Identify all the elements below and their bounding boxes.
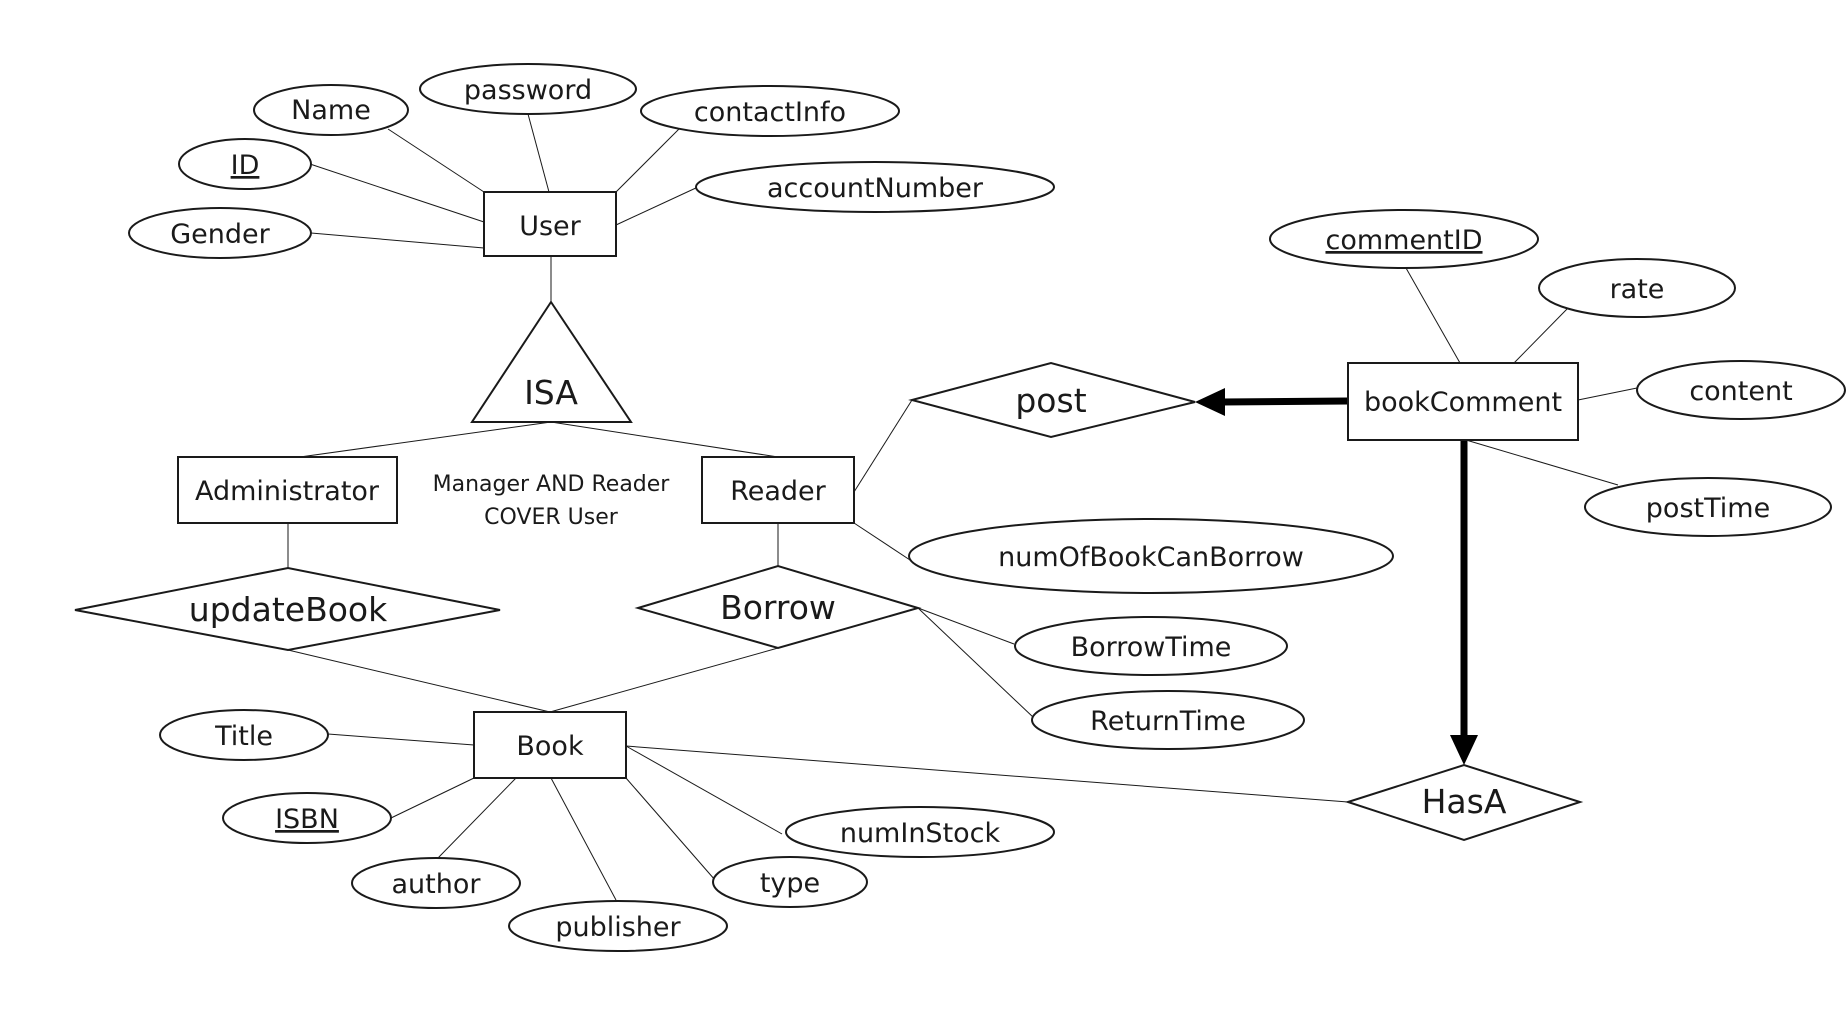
line-user-accountnumber: [615, 186, 699, 226]
attributes: Name password contactInfo ID accountNumb…: [128, 63, 1846, 952]
line-book-isbn: [390, 777, 475, 819]
entity-book: Book: [516, 731, 584, 762]
attr-password: password: [464, 75, 592, 106]
attr-accountnumber: accountNumber: [767, 173, 984, 204]
relationship-diamond-post: [908, 361, 1196, 439]
relationship-borrow: Borrow: [720, 588, 836, 627]
line-borrow-returntime: [917, 607, 1035, 719]
attr-ellipse-posttime: [1584, 477, 1832, 537]
attr-ellipse-numofbookcanborrow: [908, 518, 1394, 594]
line-book-type: [625, 777, 716, 881]
attr-ellipse-isbn: [222, 792, 392, 844]
attr-ellipse-content: [1636, 360, 1846, 420]
attr-name: Name: [291, 95, 371, 126]
attr-ellipse-accountnumber: [695, 161, 1055, 213]
constraint-note-line-1: Manager AND Reader: [433, 472, 671, 497]
entity-user: User: [519, 211, 581, 242]
line-book-numinstock: [625, 745, 783, 835]
isa-label: ISA: [524, 373, 578, 412]
arrow-line-comment-post: [1221, 397, 1349, 406]
attr-ellipse-gender: [128, 207, 312, 259]
relationship-hasa: HasA: [1422, 782, 1507, 821]
attr-borrowtime: BorrowTime: [1071, 632, 1232, 663]
entity-box-user: [483, 191, 617, 257]
relationship-diamond-updatebook: [74, 566, 501, 652]
attr-ellipse-author: [351, 857, 521, 909]
attr-returntime: ReturnTime: [1090, 706, 1246, 737]
line-book-author: [437, 777, 517, 859]
relationships: post updateBook Borrow HasA: [74, 361, 1584, 842]
line-comment-rate: [1513, 307, 1569, 364]
attr-gender: Gender: [170, 219, 270, 250]
line-updatebook-book: [287, 649, 551, 713]
line-reader-post: [853, 399, 913, 493]
attr-commentid: commentID: [1325, 225, 1482, 256]
line-user-gender: [310, 232, 485, 249]
line-isa-reader: [550, 421, 779, 458]
attr-isbn: ISBN: [275, 804, 339, 835]
line-user-password: [527, 113, 550, 193]
attr-posttime: postTime: [1646, 493, 1770, 524]
attr-content: content: [1689, 376, 1792, 407]
line-book-hasa: [625, 745, 1349, 803]
line-book-title: [327, 733, 475, 746]
attr-ellipse-contactinfo: [640, 85, 900, 137]
attr-ellipse-type: [712, 856, 868, 908]
attr-ellipse-password: [419, 63, 637, 115]
attr-type: type: [760, 868, 820, 899]
line-borrow-borrowtime: [917, 607, 1015, 645]
arrowhead-post: [1195, 388, 1225, 416]
attr-id: ID: [231, 150, 260, 181]
line-user-contactinfo: [615, 127, 681, 193]
attr-ellipse-name: [253, 84, 409, 136]
connector-lines: [287, 113, 1638, 901]
entity-administrator: Administrator: [195, 476, 380, 507]
line-comment-posttime: [1465, 439, 1619, 486]
attr-ellipse-publisher: [508, 900, 728, 952]
entity-box-reader: [701, 456, 855, 524]
line-book-publisher: [550, 777, 617, 901]
isa-triangle: [470, 300, 633, 423]
attr-ellipse-borrowtime: [1014, 616, 1288, 676]
entity-bookcomment: bookComment: [1364, 387, 1562, 418]
attr-numinstock: numInStock: [840, 818, 1001, 849]
attr-ellipse-title: [159, 709, 329, 761]
attr-numofbookcanborrow: numOfBookCanBorrow: [998, 542, 1304, 573]
attr-ellipse-returntime: [1031, 690, 1305, 750]
line-borrow-book: [549, 647, 779, 713]
line-user-id: [309, 163, 485, 223]
relationship-diamond-borrow: [634, 564, 922, 650]
attr-rate: rate: [1610, 274, 1665, 305]
line-comment-content: [1577, 387, 1638, 401]
attr-publisher: publisher: [555, 912, 681, 943]
attr-author: author: [392, 869, 482, 900]
entity-box-book: [473, 711, 627, 779]
line-comment-commentid: [1405, 267, 1461, 364]
entity-box-bookcomment: [1347, 362, 1579, 441]
attr-ellipse-commentid: [1269, 209, 1539, 269]
line-user-name: [387, 128, 485, 193]
arrowhead-hasa: [1450, 735, 1478, 765]
attr-ellipse-rate: [1538, 258, 1736, 318]
entity-box-administrator: [177, 456, 398, 524]
relationship-updatebook: updateBook: [189, 590, 388, 629]
attr-title: Title: [214, 721, 273, 752]
line-isa-administrator: [299, 421, 552, 458]
isa-hierarchy: ISA Manager AND Reader COVER User: [433, 300, 671, 530]
relationship-post: post: [1015, 381, 1086, 420]
entities: User Administrator Reader Book bookComme…: [177, 191, 1579, 779]
participation-arrows: [1195, 388, 1478, 765]
relationship-diamond-hasa: [1344, 763, 1584, 842]
attr-ellipse-id: [178, 138, 312, 190]
attr-ellipse-numinstock: [785, 806, 1055, 858]
entity-reader: Reader: [730, 476, 826, 507]
constraint-note-line-2: COVER User: [484, 505, 619, 530]
attr-contactinfo: contactInfo: [694, 97, 846, 128]
line-reader-numofbookcanborrow: [853, 522, 911, 561]
